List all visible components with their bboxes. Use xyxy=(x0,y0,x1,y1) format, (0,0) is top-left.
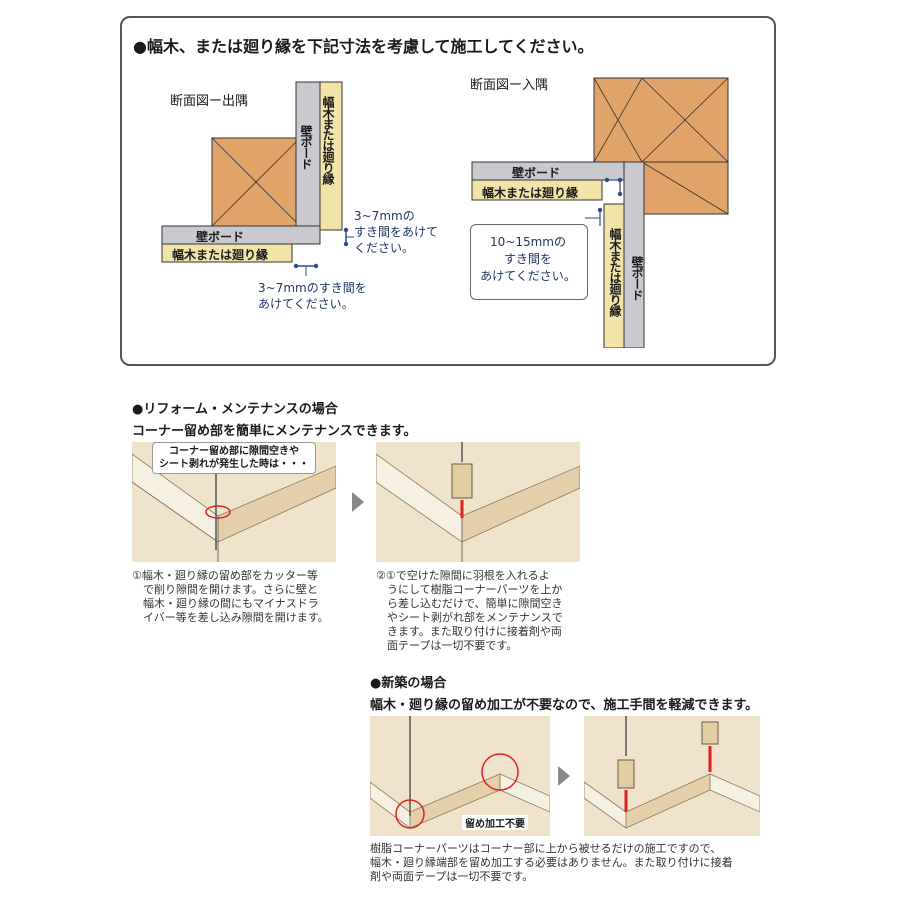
outer-trim-vertical-label: 幅木または廻り縁 xyxy=(321,96,335,184)
outer-wall-board-label: 壁ボード xyxy=(299,125,313,169)
inner-wall-board-vertical xyxy=(623,161,645,348)
outer-gap-note: 3~7mmの すき間をあけて ください。 xyxy=(354,209,439,255)
inner-gap-note: 10~15mmの すき間を あけてください。 xyxy=(480,235,576,283)
newbuild-after-illustration xyxy=(584,716,760,836)
reform-subheading: コーナー留め部を簡単にメンテナンスできます。 xyxy=(132,424,417,439)
instruction-heading: ●幅木、または廻り縁を下記寸法を考慮して施工してください。 xyxy=(133,37,594,56)
newbuild-badge: 留め加工不要 xyxy=(462,815,528,830)
inner-corner-title: 断面図ー入隅 xyxy=(470,78,549,93)
inner-gap-callout-box xyxy=(470,224,588,300)
reform-step2-illustration xyxy=(376,442,580,562)
reform-step1-caption: ①幅木・廻り縁の留め部をカッター等 で削り隙間を開けます。さらに壁と 幅木・廻り… xyxy=(132,569,329,624)
outer-gap-note-bottom: 3~7mmのすき間を あけてください。 xyxy=(258,281,367,311)
outer-corner-section-drawing xyxy=(161,81,354,276)
inner-trim-h-label: 幅木または廻り縁 xyxy=(482,186,579,200)
outer-trim-h-label: 幅木または廻り縁 xyxy=(172,248,269,262)
arrow-right-icon xyxy=(558,766,570,786)
inner-trim-horizontal xyxy=(471,179,603,201)
arrow-right-icon xyxy=(352,492,364,512)
inner-trim-v-label: 幅木または廻り縁 xyxy=(608,228,622,316)
outer-trim-horizontal xyxy=(161,243,293,263)
inner-wall-board-v-label: 壁ボード xyxy=(630,256,644,300)
outer-wood-block xyxy=(211,137,301,227)
newbuild-caption: 樹脂コーナーパーツはコーナー部に上から被せるだけの施工ですので、 幅木・廻り縁端… xyxy=(370,842,733,883)
reform-heading: ●リフォーム・メンテナンスの場合 xyxy=(132,402,338,417)
reform-step2-caption: ②①で空けた隙間に羽根を入れるよ うにして樹脂コーナーパーツを上か ら差し込むだ… xyxy=(376,569,563,652)
inner-wood-blocks xyxy=(593,77,729,215)
inner-wall-board-h-label: 壁ボード xyxy=(512,166,561,180)
inner-trim-vertical xyxy=(603,203,625,348)
outer-corner-title: 断面図ー出隅 xyxy=(170,94,249,109)
outer-trim-vertical xyxy=(319,81,343,231)
reform-callout: コーナー留め部に隙間空きや シート剥れが発生した時は・・・ xyxy=(152,442,316,474)
inner-corner-section-drawing xyxy=(471,77,729,348)
outer-wall-board-h-label: 壁ボード xyxy=(196,230,245,244)
newbuild-heading: ●新築の場合 xyxy=(370,676,447,691)
newbuild-before-illustration xyxy=(370,716,550,836)
newbuild-subheading: 幅木・廻り縁の留め加工が不要なので、施工手間を軽減できます。 xyxy=(370,698,759,713)
